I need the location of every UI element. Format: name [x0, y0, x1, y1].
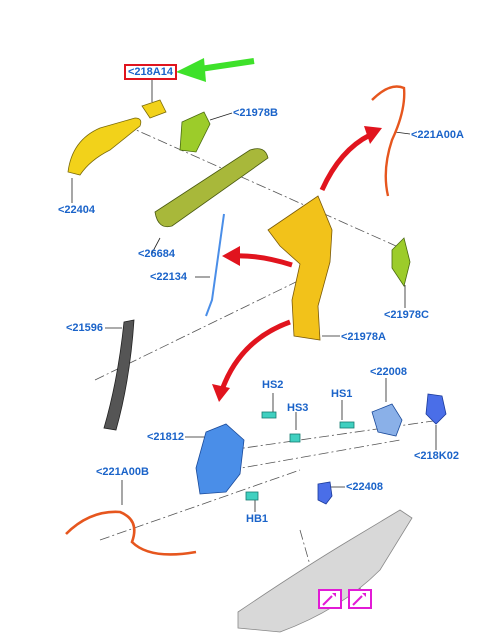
part-label-HS1[interactable]: HS1 — [331, 388, 353, 400]
rod-22134-part — [205, 213, 225, 317]
bracket-21978C-part — [391, 237, 411, 287]
wrench-icon — [352, 593, 366, 606]
part-label-22008[interactable]: <22008 — [370, 366, 408, 378]
tool-icon[interactable] — [348, 589, 372, 609]
outside-handle-part — [67, 117, 142, 176]
part-label-21978B[interactable]: <21978B — [233, 107, 278, 119]
weatherstrip-21596-part — [103, 319, 135, 431]
part-label-218A14[interactable]: <218A14 — [124, 64, 177, 80]
cable-221A00B-part — [65, 510, 197, 556]
part-label-21978C[interactable]: <21978C — [384, 309, 429, 321]
handle-cap-part — [141, 99, 167, 119]
part-label-22134[interactable]: <22134 — [150, 271, 188, 283]
screw-parts — [245, 411, 355, 501]
part-22008 — [371, 403, 403, 437]
cable-221A00A-part — [371, 85, 406, 197]
latch-bracket-21978A-part — [267, 195, 333, 341]
clip-22408-part — [317, 481, 333, 505]
tool-icon[interactable] — [318, 589, 342, 609]
part-label-21978A[interactable]: <21978A — [341, 331, 386, 343]
part-218K02 — [425, 393, 447, 425]
part-label-HS3[interactable]: HS3 — [287, 402, 309, 414]
handle-bracket-26684-part — [154, 148, 269, 228]
part-label-221A00A[interactable]: <221A00A — [411, 129, 464, 141]
direction-arrows — [219, 132, 372, 391]
part-label-22404[interactable]: <22404 — [58, 204, 96, 216]
trim-panel-part — [237, 509, 413, 633]
part-label-221A00B[interactable]: <221A00B — [96, 466, 149, 478]
part-label-21812[interactable]: <21812 — [147, 431, 185, 443]
part-label-HS2[interactable]: HS2 — [262, 379, 284, 391]
latch-21812-part — [195, 423, 245, 495]
part-label-218K02[interactable]: <218K02 — [414, 450, 459, 462]
pointer-arrow — [176, 58, 255, 82]
part-label-22408[interactable]: <22408 — [346, 481, 384, 493]
bracket-21978B-part — [179, 111, 211, 153]
part-label-21596[interactable]: <21596 — [66, 322, 104, 334]
wrench-icon — [322, 593, 336, 606]
part-label-HB1[interactable]: HB1 — [246, 513, 269, 525]
part-label-26684[interactable]: <26684 — [138, 248, 176, 260]
